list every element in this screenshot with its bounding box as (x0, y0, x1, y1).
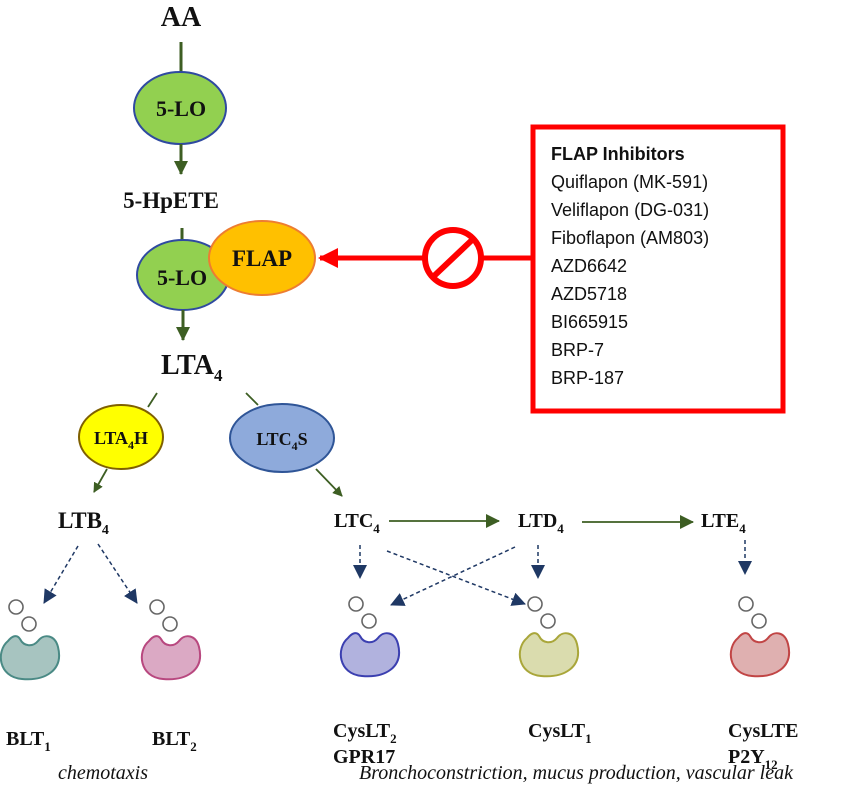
receptor-label: BLT2 (152, 728, 197, 754)
ltc4-label: LTC4 (334, 510, 380, 536)
receptor-label: BLT1 (6, 728, 51, 754)
enzyme-lta4h: LTA4H (78, 404, 164, 470)
inhibitor-item: BRP-7 (551, 340, 604, 360)
connector-lta4-to-ltc4s (245, 392, 259, 406)
inhibitor-item: AZD5718 (551, 284, 627, 304)
arrow-ltc4s-to-ltc4 (315, 468, 343, 497)
ltb4-label: LTB4 (58, 508, 109, 538)
5hpete-label: 5-HpETE (123, 188, 219, 213)
enzyme-5lo-complex: 5-LO (136, 239, 230, 311)
receptor-cyslt1: CysLT1 (518, 596, 592, 746)
prohibit-icon (422, 227, 484, 289)
ltd4-label: LTD4 (518, 510, 564, 536)
ligand-icon (738, 596, 754, 612)
receptor-label: CysLTE (728, 720, 798, 742)
enzyme-5lo-label: 5-LO (156, 96, 206, 121)
ligand-icon (8, 599, 24, 615)
lta4-label: LTA4 (161, 350, 223, 385)
receptor-icon (0, 635, 61, 681)
aa-label: AA (161, 2, 202, 33)
receptor-label-line2: GPR17 (333, 746, 395, 768)
ligand-icon (751, 613, 767, 629)
ligand-icon (527, 596, 543, 612)
receptor-label: CysLT1 (528, 720, 592, 746)
ltc4s-label: LTC4S (256, 429, 307, 453)
receptor-icon (729, 632, 791, 678)
inhibitor-item: BI665915 (551, 312, 628, 332)
arrow-lta4h-to-ltb4 (93, 468, 108, 493)
inhibitor-item: AZD6642 (551, 256, 627, 276)
ligand-icon (540, 613, 556, 629)
ligand-icon (162, 616, 178, 632)
ligand-icon (21, 616, 37, 632)
ligand-icon (149, 599, 165, 615)
enzyme-5lo-complex-label: 5-LO (157, 265, 207, 290)
inhibitors-title: FLAP Inhibitors (551, 144, 685, 164)
flap-inhibitors-box: FLAP Inhibitors Quiflapon (MK-591) Velif… (530, 124, 786, 414)
enzyme-ltc4s: LTC4S (229, 403, 335, 473)
arrow-ltc4-to-cyslt1 (386, 550, 526, 606)
receptor-icon (339, 632, 401, 678)
receptor-cyslte: CysLTE P2Y12 (728, 596, 798, 772)
receptor-label-line2: P2Y12 (728, 746, 778, 772)
effect-chemotaxis: chemotaxis (58, 762, 148, 784)
flap-protein: FLAP (208, 220, 316, 296)
receptor-icon (518, 632, 580, 678)
effect-bronchoconstriction: Bronchoconstriction, mucus production, v… (359, 762, 794, 784)
receptor-blt1: BLT1 (0, 599, 61, 754)
enzyme-5lo-top: 5-LO (133, 71, 227, 145)
ligand-icon (361, 613, 377, 629)
arrow-ltd4-to-cyslt2 (390, 546, 516, 606)
flap-label: FLAP (232, 246, 292, 271)
inhibitor-item: Quiflapon (MK-591) (551, 172, 708, 192)
arrow-ltb4-to-blt1 (43, 545, 79, 604)
lte4-label: LTE4 (701, 510, 746, 536)
inhibitor-item: Fiboflapon (AM803) (551, 228, 709, 248)
receptor-icon (140, 635, 202, 681)
inhibitor-item: Veliflapon (DG-031) (551, 200, 709, 220)
receptor-label: CysLT2 (333, 720, 397, 746)
ligand-icon (348, 596, 364, 612)
arrow-ltb4-to-blt2 (97, 543, 138, 604)
lta4h-label: LTA4H (94, 428, 148, 452)
connector-lta4-to-lta4h (147, 392, 158, 408)
receptor-blt2: BLT2 (140, 599, 202, 754)
inhibitor-item: BRP-187 (551, 368, 624, 388)
